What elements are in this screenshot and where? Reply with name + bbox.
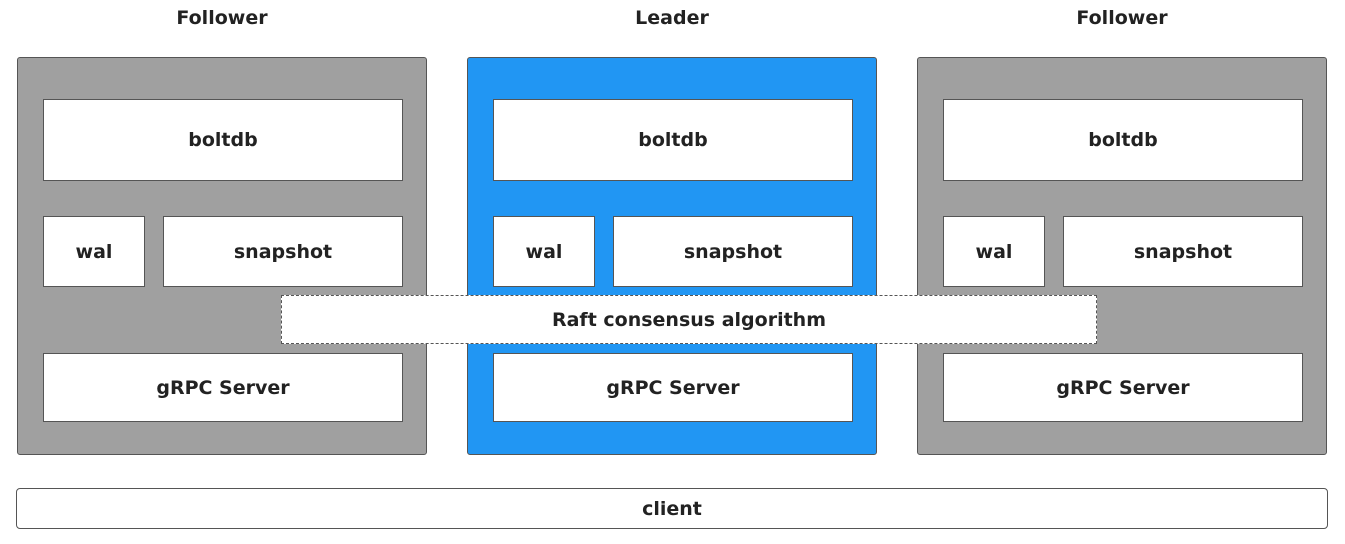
wal-box: wal <box>943 216 1045 287</box>
raft-consensus-box: Raft consensus algorithm <box>281 295 1097 344</box>
boltdb-box: boltdb <box>43 99 403 181</box>
grpc-server-box: gRPC Server <box>493 353 853 422</box>
snapshot-box: snapshot <box>163 216 403 287</box>
boltdb-box: boltdb <box>943 99 1303 181</box>
client-box: client <box>16 488 1328 529</box>
follower-node-left: boltdb wal snapshot gRPC Server <box>17 57 427 455</box>
snapshot-box: snapshot <box>1063 216 1303 287</box>
node-title-follower-right: Follower <box>1076 7 1168 29</box>
grpc-server-box: gRPC Server <box>43 353 403 422</box>
wal-box: wal <box>493 216 595 287</box>
snapshot-box: snapshot <box>613 216 853 287</box>
leader-node: boltdb wal snapshot gRPC Server <box>467 57 877 455</box>
grpc-server-box: gRPC Server <box>943 353 1303 422</box>
node-title-leader: Leader <box>635 7 709 29</box>
boltdb-box: boltdb <box>493 99 853 181</box>
node-title-follower-left: Follower <box>176 7 268 29</box>
follower-node-right: boltdb wal snapshot gRPC Server <box>917 57 1327 455</box>
wal-box: wal <box>43 216 145 287</box>
